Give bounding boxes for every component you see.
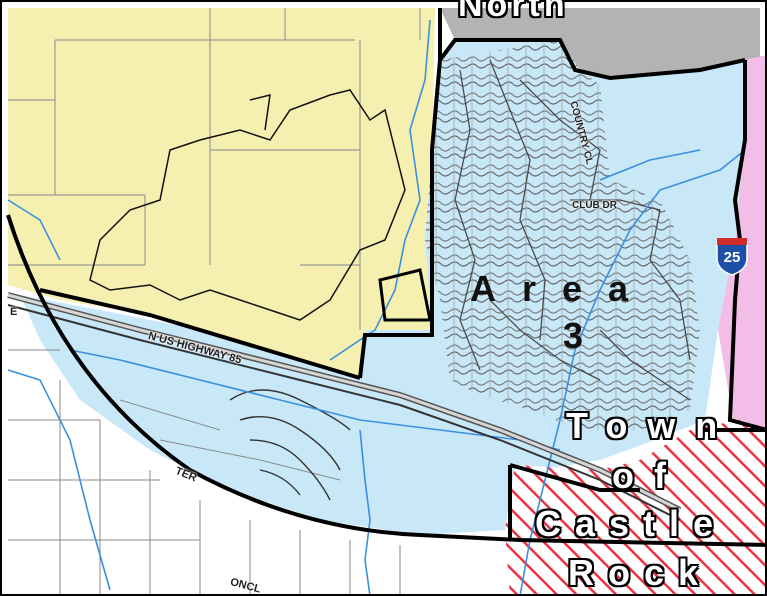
area-3-terrain	[425, 40, 700, 430]
parcel-outline	[378, 268, 432, 322]
parcel-grid-south	[8, 349, 401, 596]
interstate-number: 25	[723, 249, 741, 266]
north-block	[440, 8, 760, 78]
streams	[7, 19, 746, 596]
district-boundaries	[6, 8, 767, 547]
town-hatch	[505, 420, 767, 596]
trail-line-2	[249, 94, 271, 131]
parcel-grid-north	[8, 8, 421, 330]
trail-line	[89, 89, 406, 321]
interstate-shield-icon	[716, 238, 748, 276]
yellow-zone	[8, 8, 435, 380]
area-3-streets	[454, 59, 691, 401]
highway-85	[7, 292, 682, 521]
